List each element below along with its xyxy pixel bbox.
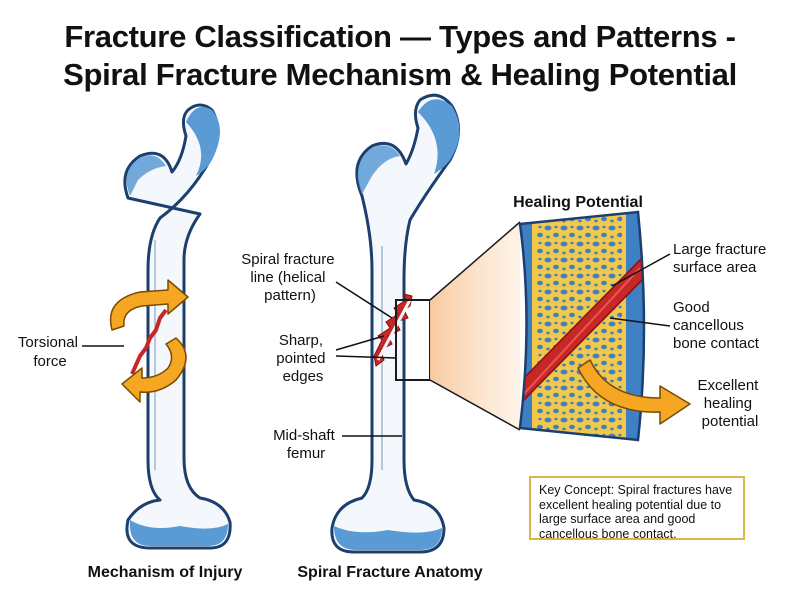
mid-shaft-label: Mid-shaft femur: [273, 427, 339, 462]
torsional-arrow: [109, 279, 189, 403]
leader-spiral-line: [335, 281, 393, 319]
torsional-arrow-top: [109, 279, 189, 331]
left-femoral-head: [186, 106, 220, 176]
left-femur: [123, 103, 232, 550]
middle-condyle-cap: [334, 526, 442, 550]
torsional-arrow-bottom: [121, 337, 187, 403]
middle-fracture-gap: [376, 299, 412, 361]
page-title: Fracture Classification — Types and Patt…: [0, 18, 800, 94]
excellent-healing-label: Excellent healing potential: [697, 377, 762, 430]
cone-edge-bottom: [429, 379, 521, 431]
left-condyle-cap: [129, 520, 228, 546]
left-fracture-line: [130, 308, 168, 375]
left-femur-outline: [123, 103, 232, 550]
healing-potential-title: Healing Potential: [513, 194, 643, 211]
left-trochanter-cap: [126, 155, 166, 196]
torsional-force-label: Torsional force: [18, 334, 82, 370]
magnification-cone: [430, 222, 520, 430]
mechanism-of-injury-caption: Mechanism of Injury: [88, 564, 243, 581]
middle-femoral-head: [418, 99, 460, 174]
middle-trochanter-cap: [357, 145, 400, 194]
title-line-2: Spiral Fracture Mechanism & Healing Pote…: [63, 57, 737, 92]
key-concept-text: Key Concept: Spiral fractures have excel…: [539, 483, 733, 541]
leader-cancellous: [609, 317, 671, 327]
sharp-edges-label: Sharp, pointed edges: [276, 332, 329, 385]
spiral-fracture-anatomy-caption: Spiral Fracture Anatomy: [297, 564, 482, 581]
key-concept-box: Key Concept: Spiral fractures have excel…: [529, 476, 745, 541]
leader-lines: [82, 253, 671, 437]
surface-area-label: Large fracture surface area: [673, 241, 771, 276]
cone-edge-top: [429, 221, 521, 301]
healing-panel-outline: [518, 210, 646, 442]
title-line-1: Fracture Classification — Types and Patt…: [64, 19, 736, 54]
leader-sharp-edges-2: [335, 355, 397, 359]
spiral-line-label: Spiral fracture line (helical pattern): [241, 251, 339, 304]
cancellous-contact-label: Good cancellous bone contact: [673, 299, 760, 352]
healing-detail: [518, 210, 691, 442]
leader-sharp-edges-1: [335, 335, 385, 351]
leader-surface-area: [611, 253, 671, 287]
healing-arrow: [577, 359, 691, 425]
